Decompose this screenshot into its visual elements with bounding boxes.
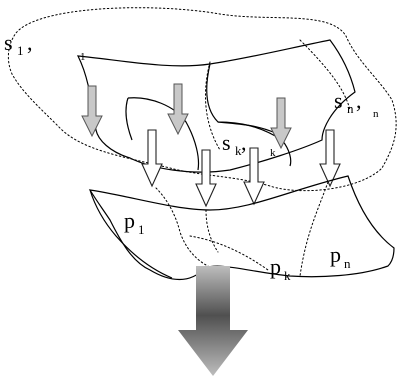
upper-dotted-divider-1 — [204, 61, 221, 151]
upper-surface-fold-1 — [127, 97, 200, 171]
white-arrow-1 — [141, 129, 163, 188]
label-pk: p k — [270, 254, 291, 283]
label-pn: p n — [330, 242, 351, 271]
lower-dotted-divider-4 — [299, 181, 329, 277]
label-sk-sub: k — [235, 143, 242, 158]
label-s1-sub: 1 — [17, 43, 24, 58]
lower-surface-outline — [88, 175, 395, 280]
label-sn-small: n — [373, 108, 379, 120]
white-arrow-3 — [243, 147, 265, 206]
lower-dotted-divider-3 — [205, 209, 219, 253]
label-sk-main: s — [222, 130, 231, 155]
lower-surface-edge — [89, 189, 173, 279]
label-p1-main: p — [124, 208, 135, 233]
label-s1-small: 1 — [80, 51, 86, 63]
white-arrow-4 — [319, 129, 341, 188]
upper-surface-fold-3 — [125, 97, 133, 141]
gray-arrow-2 — [167, 83, 189, 136]
gray-arrow-3 — [270, 97, 292, 150]
label-sn-sub: n — [347, 101, 354, 116]
upper-dotted-divider-2 — [299, 39, 351, 111]
label-sk-comma: , — [241, 130, 247, 155]
big-down-arrow — [178, 266, 248, 376]
label-p1: p 1 — [124, 208, 145, 237]
gray-arrow-1 — [81, 85, 103, 138]
label-s1-comma: , — [27, 30, 33, 55]
label-sn: s n , n — [334, 88, 379, 120]
label-sn-comma: , — [356, 88, 362, 113]
label-s1-main: s — [4, 30, 13, 55]
outer-dotted-boundary — [7, 7, 397, 192]
label-sk-small: k — [270, 147, 276, 159]
label-pn-sub: n — [344, 256, 351, 271]
label-p1-sub: 1 — [138, 222, 145, 237]
lower-dotted-divider-2 — [189, 235, 269, 271]
label-sk: s k , k — [222, 130, 276, 159]
label-s1: s 1 , 1 — [4, 30, 86, 63]
label-sn-main: s — [334, 88, 343, 113]
label-pk-main: p — [270, 254, 281, 279]
label-pn-main: p — [330, 242, 341, 267]
label-pk-sub: k — [284, 268, 291, 283]
white-arrow-2 — [195, 149, 217, 208]
upper-surface-outline — [76, 39, 356, 173]
